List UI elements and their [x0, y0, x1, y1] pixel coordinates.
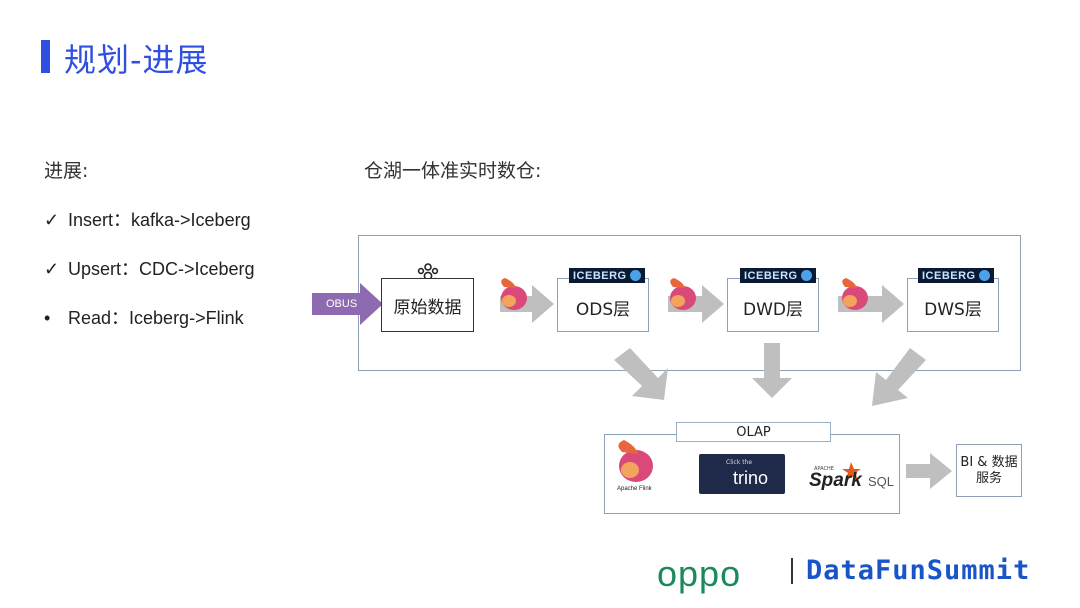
bi-arrow — [906, 453, 952, 489]
footer-separator — [791, 558, 793, 584]
apache-flink-logo — [618, 440, 653, 482]
check-icon: ✓ — [44, 259, 60, 279]
raw-data-node: 原始数据 — [381, 278, 474, 332]
iceberg-icon — [978, 270, 990, 281]
trino-logo-box — [699, 454, 785, 494]
oppo-logo: oppo — [657, 553, 742, 594]
flink-icon-2 — [670, 278, 696, 310]
obus-arrow — [312, 283, 383, 325]
bullet-icon: • — [44, 308, 51, 328]
progress-item-insert: ✓Insert：kafka->Iceberg — [44, 210, 251, 230]
spark-star-icon — [842, 462, 861, 480]
bi-line-1: BI & 数据 — [960, 454, 1018, 470]
datafun-summit-logo: DataFunSummit — [806, 555, 1031, 586]
iceberg-logo: ICEBERG — [918, 268, 994, 283]
down-arrow-ods — [614, 348, 668, 400]
flink-icon-3 — [842, 278, 868, 310]
down-arrow-dws — [872, 348, 926, 406]
iceberg-logo: ICEBERG — [569, 268, 645, 283]
bi-service-box: BI & 数据 服务 — [956, 444, 1022, 497]
olap-label: OLAP — [676, 422, 831, 442]
check-icon: ✓ — [44, 210, 60, 230]
flink-caption: Apache Flink — [617, 486, 652, 492]
trino-logo-text: trino — [733, 468, 769, 488]
flow-arrow-1 — [500, 285, 554, 323]
trino-small-text: Click the — [726, 459, 753, 466]
progress-heading: 进展: — [44, 160, 89, 182]
down-arrow-dwd — [752, 343, 792, 398]
title-accent-bar — [41, 40, 50, 73]
bi-line-2: 服务 — [975, 470, 1002, 486]
ods-node: ODS层 — [557, 278, 649, 332]
spark-logo-text: Spark — [809, 470, 862, 491]
iceberg-logo: ICEBERG — [740, 268, 816, 283]
flink-icon-1 — [501, 278, 527, 310]
iceberg-icon — [629, 270, 641, 281]
page-title: 规划-进展 — [64, 41, 209, 79]
spark-small-text: APACHE — [814, 466, 834, 472]
obus-label: OBUS — [326, 298, 358, 310]
iceberg-icon — [800, 270, 812, 281]
dwd-node: DWD层 — [727, 278, 819, 332]
dws-node: DWS层 — [907, 278, 999, 332]
progress-item-read: •Read：Iceberg->Flink — [44, 308, 244, 328]
spark-sql-text: SQL — [868, 474, 895, 489]
diagram-heading: 仓湖一体准实时数仓: — [364, 160, 542, 182]
flow-arrow-3 — [838, 285, 904, 323]
progress-item-upsert: ✓Upsert：CDC->Iceberg — [44, 259, 255, 279]
flow-arrow-2 — [668, 285, 724, 323]
